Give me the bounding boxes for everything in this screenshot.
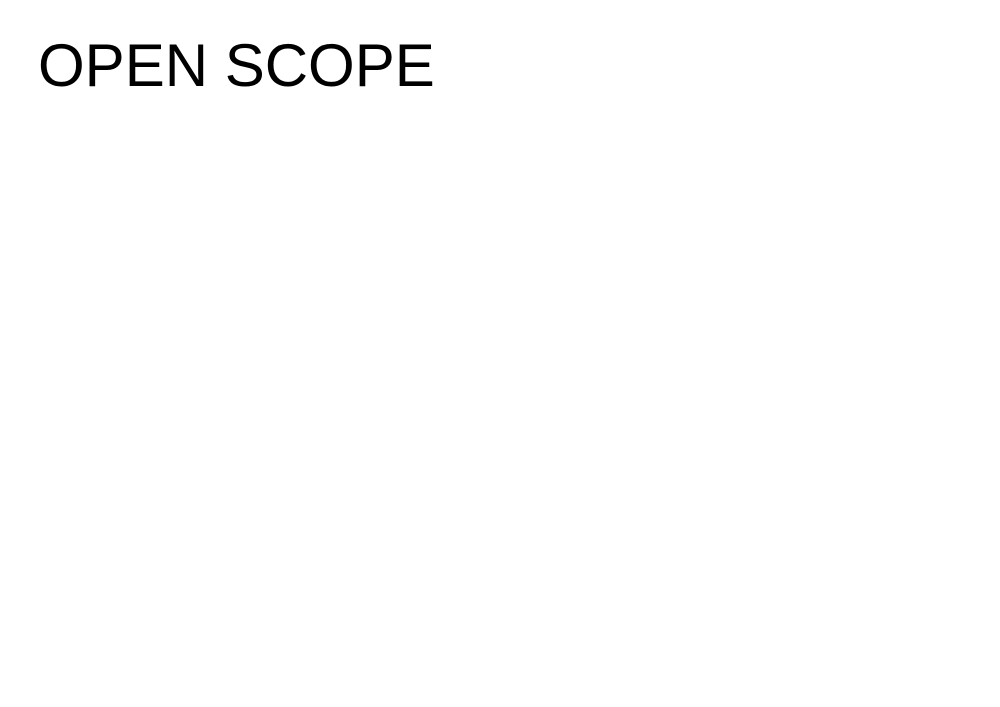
slide-body-content	[38, 120, 962, 680]
slide-title-block: OPEN SCOPE	[38, 36, 958, 100]
page-title: OPEN SCOPE	[38, 32, 435, 99]
